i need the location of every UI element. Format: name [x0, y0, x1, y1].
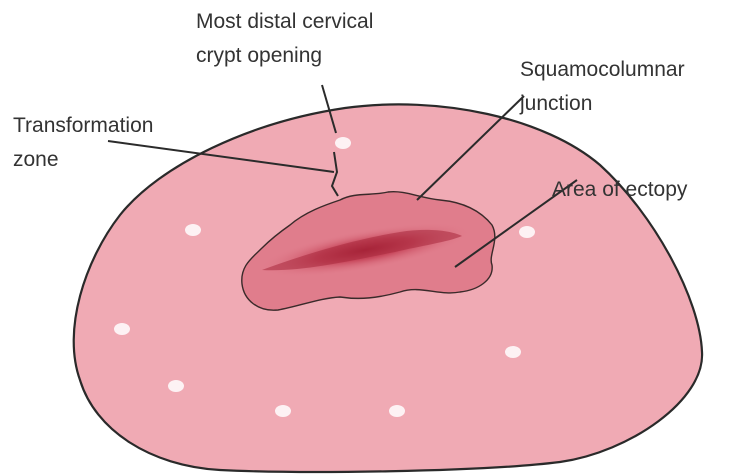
transformation-zone-label: Transformation zone	[13, 114, 159, 171]
squamocolumnar-junction-label-line2: junction	[519, 92, 592, 115]
gland-dot	[505, 346, 521, 358]
gland-dot	[389, 405, 405, 417]
gland-dot	[185, 224, 201, 236]
gland-dot	[335, 137, 351, 149]
crypt-opening-label-line1: Most distal cervical	[196, 10, 373, 33]
gland-dot	[168, 380, 184, 392]
gland-dot	[275, 405, 291, 417]
gland-dot	[519, 226, 535, 238]
squamocolumnar-junction-label-line1: Squamocolumnar	[520, 58, 685, 81]
gland-dot	[114, 323, 130, 335]
transformation-zone-label-line1: Transformation	[13, 114, 153, 137]
crypt-opening-label-line2: crypt opening	[196, 44, 322, 67]
crypt-opening-label: Most distal cervical crypt opening	[196, 10, 379, 67]
area-of-ectopy-label: Area of ectopy	[552, 178, 688, 201]
transformation-zone-label-line2: zone	[13, 148, 59, 171]
squamocolumnar-junction-label: Squamocolumnar junction	[519, 58, 690, 115]
